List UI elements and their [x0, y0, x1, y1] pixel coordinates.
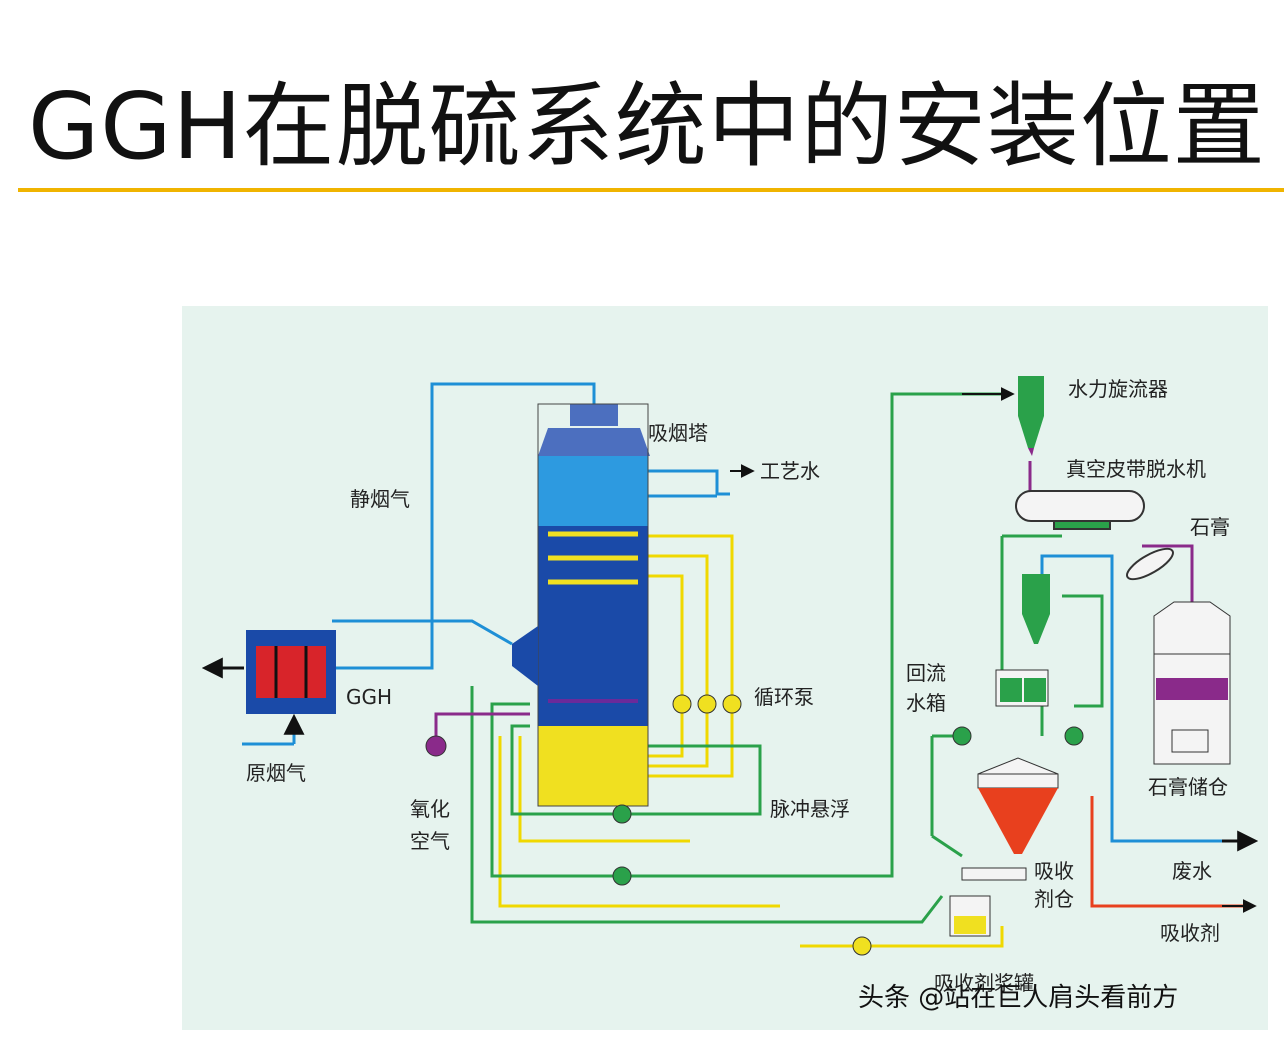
desulfurization-process-diagram: 吸烟塔 工艺水 静烟气 GGH 原烟气 循环泵 氧化 空气 脉冲悬浮 水力旋流器… [182, 306, 1268, 1030]
absorbent-line [1090, 796, 1244, 908]
label-gypsum: 石膏 [1190, 515, 1230, 539]
hydrocyclone [1018, 376, 1044, 456]
label-absorbent-silo-1: 吸收 [1034, 859, 1074, 883]
water-pumps [612, 726, 1084, 886]
return-water-tank [995, 669, 1049, 707]
gypsum-storage-silo [1153, 601, 1231, 765]
page-title: GGH在脱硫系统中的安装位置 [28, 73, 1266, 180]
label-raw-flue-gas: 原烟气 [246, 761, 306, 785]
label-waste-water: 废水 [1172, 859, 1212, 883]
label-return-tank-2: 水箱 [906, 691, 946, 715]
label-vacuum-belt: 真空皮带脱水机 [1066, 457, 1206, 481]
oxidation-air-blower [425, 735, 447, 757]
label-oxidation-air-1: 氧化 [410, 797, 450, 821]
flue-gas-lines [332, 382, 1242, 843]
label-absorbent: 吸收剂 [1160, 921, 1220, 945]
label-oxidation-air-2: 空气 [410, 829, 450, 853]
absorbent-slurry-tank [949, 895, 991, 937]
ggh-heat-exchanger [246, 630, 336, 714]
absorbent-silo [961, 757, 1059, 881]
circulation-pumps [672, 694, 872, 956]
label-circulation-pump: 循环泵 [754, 685, 814, 709]
label-ggh: GGH [346, 685, 392, 709]
label-pulse-suspension: 脉冲悬浮 [770, 797, 850, 821]
vacuum-belt-filter [1015, 490, 1145, 530]
slurry-lines [498, 534, 1004, 948]
title-underline [18, 188, 1284, 192]
label-return-tank-1: 回流 [906, 661, 946, 685]
gypsum-conveyor [1126, 547, 1174, 581]
label-slurry-tank: 吸收剂浆罐 [934, 971, 1034, 995]
label-absorbent-silo-2: 剂仓 [1034, 887, 1074, 911]
label-process-water: 工艺水 [760, 459, 820, 483]
label-hydrocyclone: 水力旋流器 [1068, 377, 1168, 401]
watermark: 头条 @站在巨人肩头看前方 [858, 983, 1178, 1013]
absorber-tower [512, 403, 650, 807]
label-clean-flue-gas: 静烟气 [350, 487, 410, 511]
water-lines [470, 392, 1104, 924]
return-cyclone [1022, 574, 1050, 644]
label-absorber: 吸烟塔 [648, 421, 708, 445]
label-gypsum-silo: 石膏储仓 [1148, 775, 1228, 799]
